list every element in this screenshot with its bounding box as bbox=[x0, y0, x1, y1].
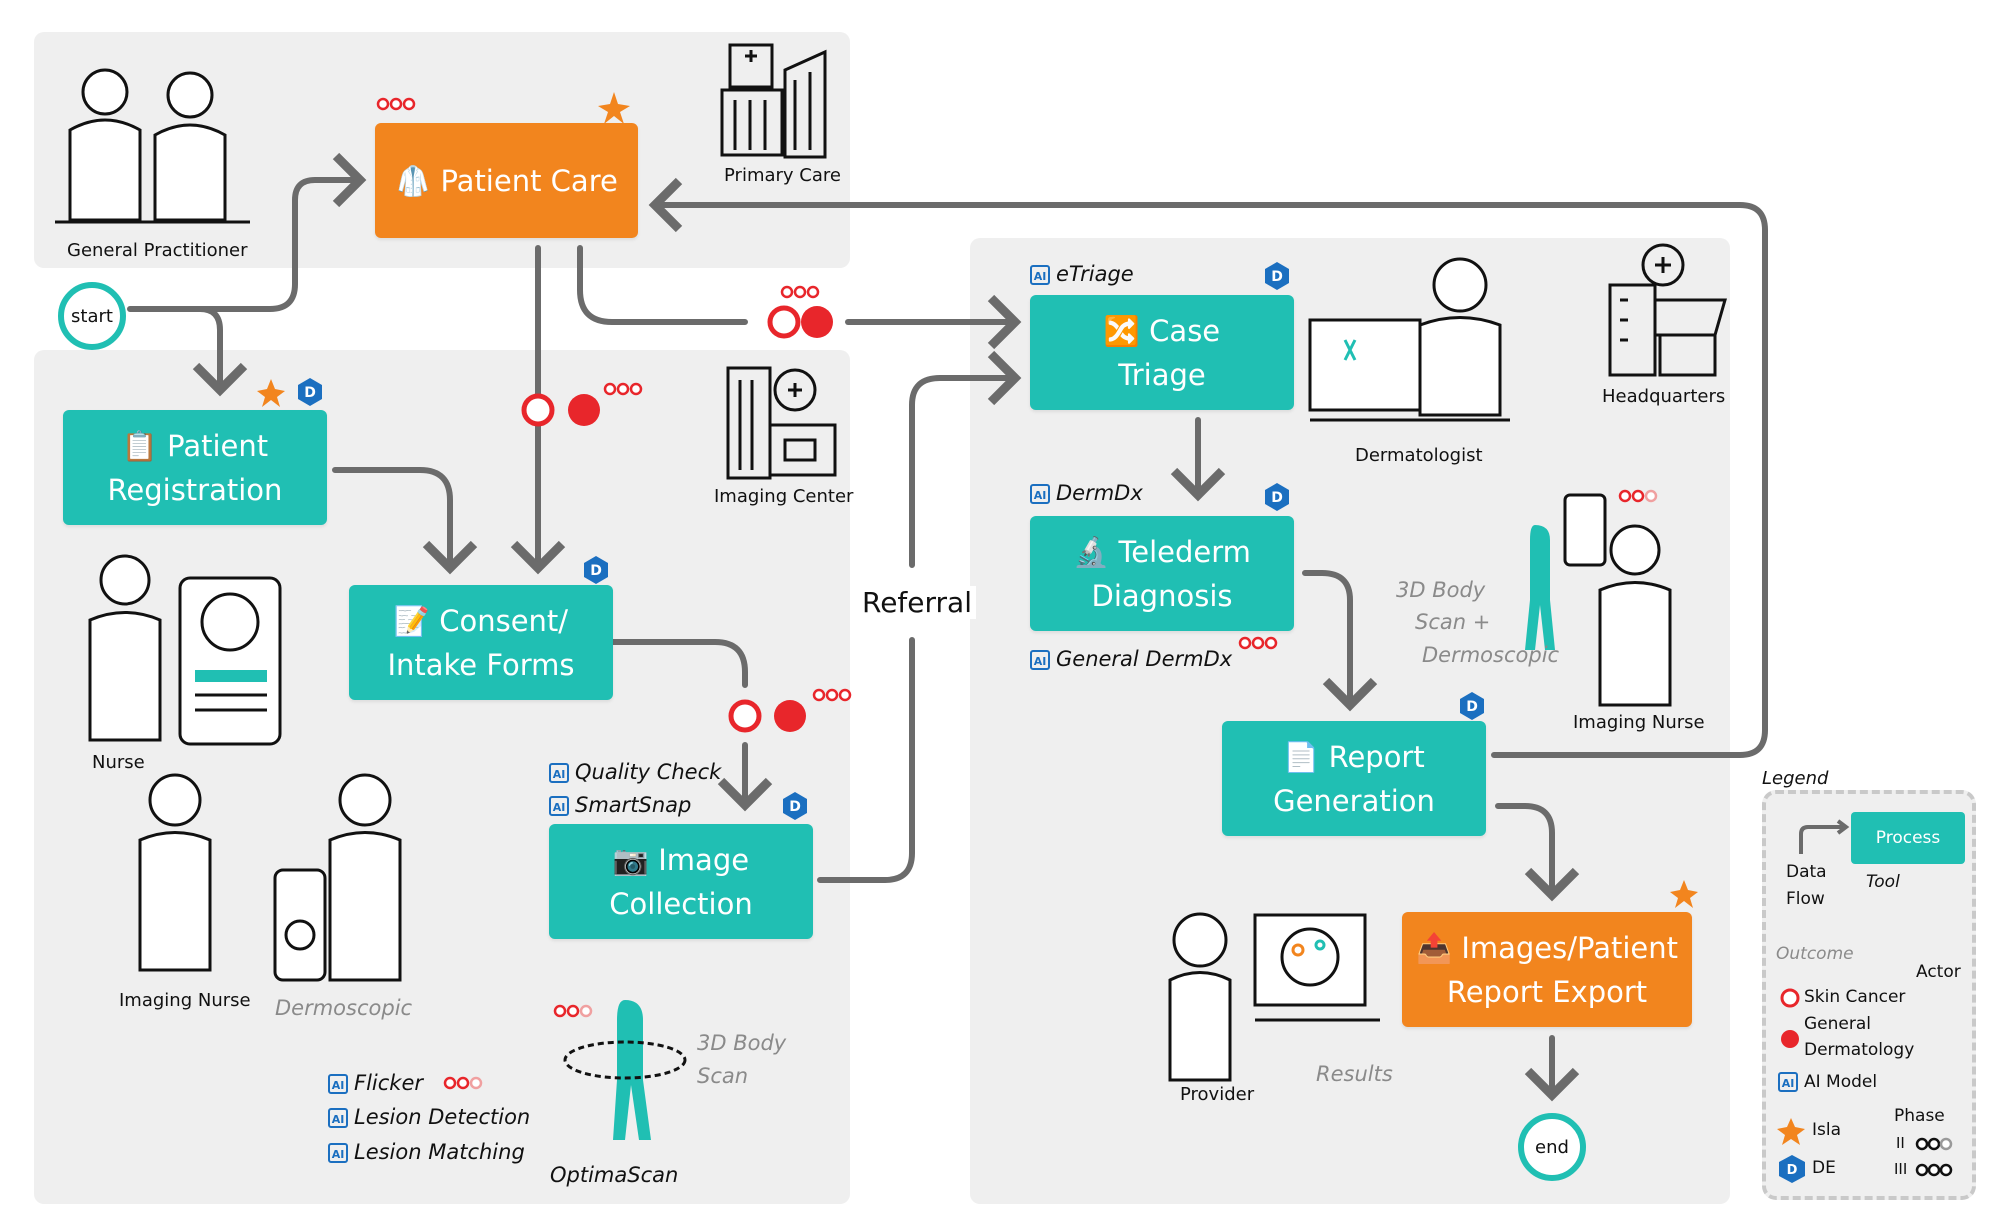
clipboard-icon: 📋 bbox=[121, 428, 158, 463]
general-practitioner-label: General Practitioner bbox=[67, 240, 248, 261]
general-dermatology-icon bbox=[1781, 1030, 1799, 1048]
ai-chip-icon: AI bbox=[1030, 650, 1050, 670]
legend-box: Process Data Flow Tool Outcome Actor Ski… bbox=[1762, 790, 1976, 1200]
ai-chip-icon: AI bbox=[549, 796, 569, 816]
body-scan-outcome-2: Scan bbox=[697, 1064, 749, 1088]
shuffle-icon: 🔀 bbox=[1103, 313, 1140, 348]
imaging-nurse-right-label: Imaging Nurse bbox=[1573, 712, 1705, 733]
ai-chip-icon: AI bbox=[328, 1108, 348, 1128]
body-scan-outcome-1: 3D Body bbox=[697, 1031, 787, 1055]
nurse-label: Nurse bbox=[92, 752, 145, 773]
svg-text:D: D bbox=[304, 385, 316, 401]
building-icons bbox=[720, 43, 1727, 480]
isla-icon bbox=[1777, 1118, 1805, 1145]
image-collection-node[interactable]: 📷 Image Collection bbox=[549, 824, 813, 939]
end-node: end bbox=[1518, 1113, 1586, 1181]
camera-icon: 📷 bbox=[612, 842, 650, 877]
actor-figures bbox=[55, 68, 1672, 1140]
svg-text:D: D bbox=[789, 799, 801, 815]
phase-icons bbox=[1915, 1137, 1953, 1177]
outbox-icon: 📤 bbox=[1415, 930, 1453, 965]
svg-text:D: D bbox=[1787, 1163, 1798, 1178]
memo-icon: 📝 bbox=[393, 603, 431, 638]
legend-flow-arrow bbox=[1799, 819, 1850, 854]
ai-chip-icon: AI bbox=[549, 763, 569, 783]
de-icon: D bbox=[1779, 1155, 1805, 1183]
patient-registration-node[interactable]: 📋 Patient Registration bbox=[63, 410, 327, 525]
optimascan-label: OptimaScan bbox=[550, 1163, 679, 1187]
outcome-markers bbox=[521, 305, 833, 733]
ai-chip-icon: AI bbox=[328, 1074, 348, 1094]
svg-text:D: D bbox=[1466, 699, 1478, 715]
document-icon: 📄 bbox=[1283, 739, 1320, 774]
ai-chip-icon: AI bbox=[1778, 1072, 1798, 1092]
ai-chip-icon: AI bbox=[1030, 484, 1050, 504]
telederm-diagnosis-node[interactable]: 🔬 Telederm Diagnosis bbox=[1030, 516, 1294, 631]
results-outcome: Results bbox=[1316, 1062, 1393, 1086]
patient-care-label: Patient Care bbox=[440, 163, 618, 198]
primary-care-label: Primary Care bbox=[724, 165, 841, 186]
body-derm-outcome-1: 3D Body bbox=[1396, 578, 1486, 602]
dermatologist-label: Dermatologist bbox=[1355, 445, 1483, 466]
legend-process: Process bbox=[1851, 812, 1965, 864]
phase-iii-markers bbox=[376, 97, 1278, 702]
phase-ii-markers bbox=[443, 489, 1658, 1090]
imaging-center-label: Imaging Center bbox=[714, 486, 854, 507]
d-badges bbox=[298, 262, 1484, 820]
report-generation-node[interactable]: 📄 Report Generation bbox=[1222, 721, 1486, 836]
patient-care-node[interactable]: 🥼 Patient Care bbox=[375, 123, 638, 238]
body-derm-outcome-2: Scan + bbox=[1415, 610, 1491, 634]
headquarters-label: Headquarters bbox=[1602, 386, 1726, 407]
referral-label: Referral bbox=[858, 586, 976, 619]
provider-label: Provider bbox=[1180, 1084, 1255, 1105]
dermoscopic-outcome: Dermoscopic bbox=[275, 996, 413, 1020]
skin-cancer-icon bbox=[1780, 988, 1800, 1008]
ai-chip-icon: AI bbox=[328, 1143, 348, 1163]
svg-text:D: D bbox=[590, 563, 602, 579]
gown-icon: 🥼 bbox=[395, 163, 432, 198]
case-triage-node[interactable]: 🔀 Case Triage bbox=[1030, 295, 1294, 410]
svg-text:D: D bbox=[1271, 490, 1283, 506]
body-derm-outcome-3: Dermoscopic bbox=[1422, 643, 1560, 667]
images-report-export-node[interactable]: 📤 Images/Patient Report Export bbox=[1402, 912, 1692, 1027]
ai-chip-icon: AI bbox=[1030, 265, 1050, 285]
microscope-icon: 🔬 bbox=[1073, 534, 1110, 569]
isla-icons bbox=[257, 92, 1698, 908]
imaging-nurse-left-label: Imaging Nurse bbox=[119, 990, 251, 1011]
consent-intake-node[interactable]: 📝 Consent/ Intake Forms bbox=[349, 585, 613, 700]
svg-text:D: D bbox=[1271, 269, 1283, 285]
legend-title: Legend bbox=[1762, 768, 1829, 789]
start-node: start bbox=[58, 282, 126, 350]
